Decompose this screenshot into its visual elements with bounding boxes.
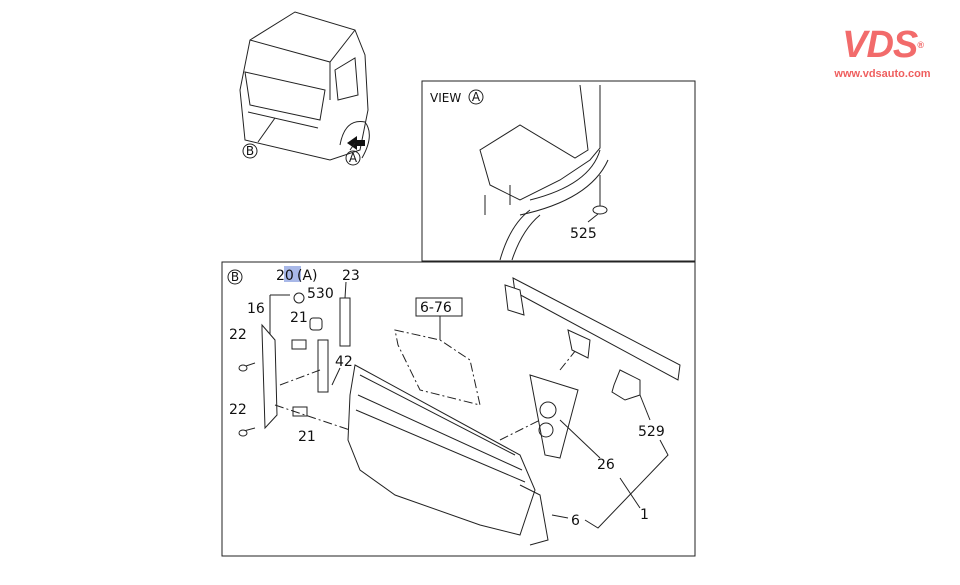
part-label-20-suffix: (A) xyxy=(297,268,318,284)
part-label-23: 23 xyxy=(342,268,360,284)
vds-logo: VDS® www.vdsauto.com xyxy=(820,26,945,80)
part-label-42: 42 xyxy=(335,354,353,370)
cab-callout-b: B xyxy=(246,144,254,158)
part-label-525: 525 xyxy=(570,226,597,242)
part-label-529: 529 xyxy=(638,424,665,440)
part-label-21-top: 21 xyxy=(290,310,308,326)
detail-b-panel: B 20 (A) 530 23 16 21 22 42 22 21 6-76 xyxy=(221,261,696,557)
part-label-22-bottom: 22 xyxy=(229,402,247,418)
view-a-panel: VIEW A 525 xyxy=(421,80,696,262)
part-label-6-76: 6-76 xyxy=(420,300,452,316)
part-label-530: 530 xyxy=(307,286,334,302)
part-ref-box-6-76 xyxy=(415,297,463,317)
view-a-title-callout: A xyxy=(472,90,481,104)
logo-url: www.vdsauto.com xyxy=(834,68,931,80)
cab-overview-drawing: B A xyxy=(239,11,370,166)
part-label-16: 16 xyxy=(247,301,265,317)
part-20-highlight xyxy=(284,266,301,282)
cab-callout-a: A xyxy=(349,151,358,165)
view-a-title: VIEW xyxy=(430,91,461,105)
part-label-21-bottom: 21 xyxy=(298,429,316,445)
logo-registered-mark: ® xyxy=(917,40,924,50)
logo-brand: VDS xyxy=(842,24,918,66)
part-label-22-top: 22 xyxy=(229,327,247,343)
part-label-20: 20 xyxy=(276,268,294,284)
detail-b-callout: B xyxy=(231,270,239,284)
part-label-26: 26 xyxy=(597,457,615,473)
part-label-1: 1 xyxy=(640,507,649,523)
part-label-6: 6 xyxy=(571,513,580,529)
